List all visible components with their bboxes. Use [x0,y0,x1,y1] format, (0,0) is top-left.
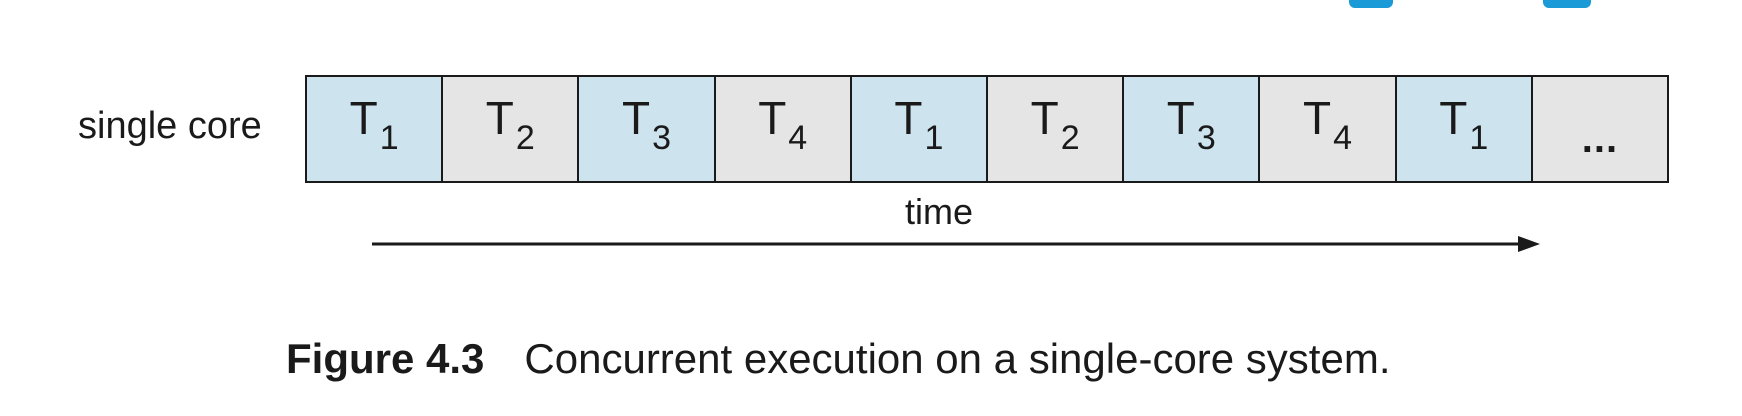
time-arrow [372,236,1540,252]
thread-number: 1 [924,119,944,157]
figure-caption-text: Concurrent execution on a single-core sy… [524,335,1391,382]
thread-number: 3 [652,119,672,157]
thread-number: 4 [788,119,808,157]
thread-letter: T [1303,92,1332,144]
figure-number: Figure 4.3 [286,335,485,382]
cropped-glyph-left [1349,0,1393,8]
cropped-glyph-right [1543,0,1591,8]
ellipsis-slot: ... [1532,77,1668,181]
time-label: time [905,191,974,232]
thread-letter: T [1439,92,1468,144]
row-label-single-core: single core [78,105,262,147]
ellipsis-text: ... [1581,116,1619,161]
thread-number: 1 [379,119,399,157]
thread-letter: T [758,92,787,144]
top-crop-fragment [1345,0,1605,8]
thread-letter: T [1030,92,1059,144]
thread-letter: T [1166,92,1195,144]
thread-letter: T [894,92,923,144]
thread-number: 2 [1060,119,1080,157]
thread-letter: T [485,92,514,144]
thread-number: 1 [1469,119,1489,157]
thread-number: 3 [1196,119,1216,157]
thread-number: 4 [1333,119,1353,157]
thread-letter: T [349,92,378,144]
thread-number: 2 [515,119,535,157]
time-arrow-head [1518,236,1540,252]
figure-caption: Figure 4.3 Concurrent execution on a sing… [286,334,1391,384]
thread-letter: T [621,92,651,144]
